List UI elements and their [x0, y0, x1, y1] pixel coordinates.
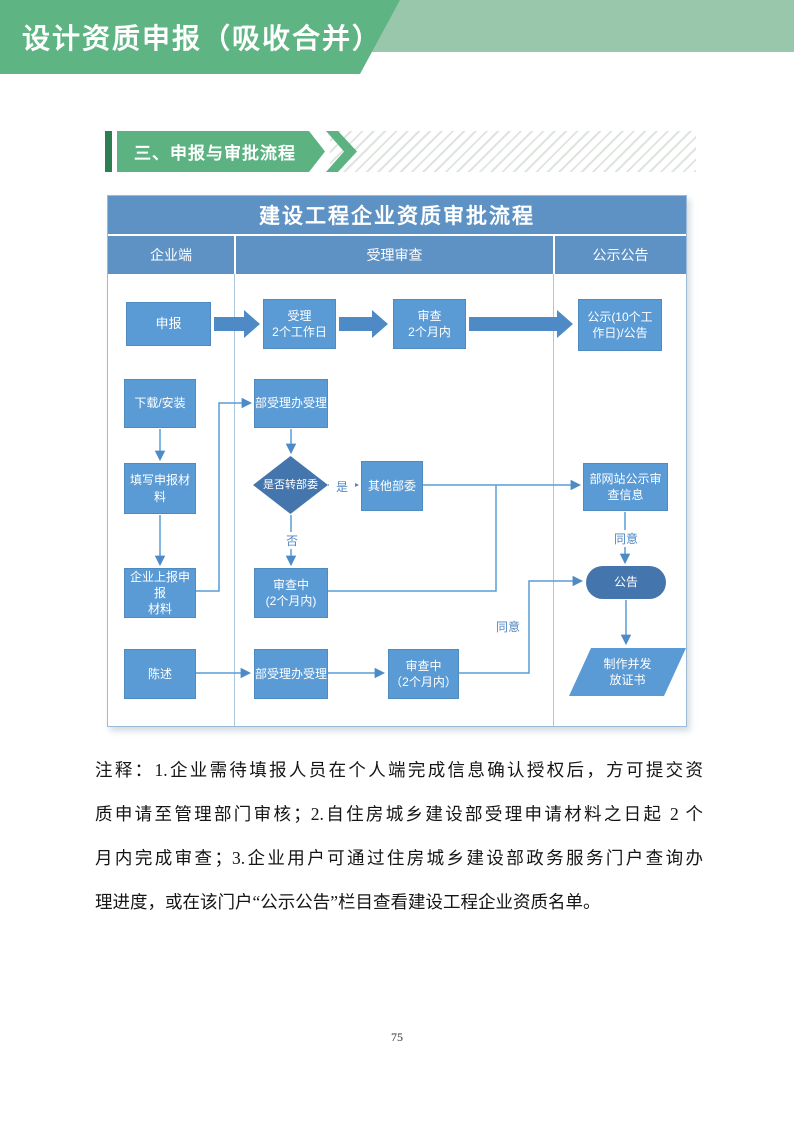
node-review: 审查 2个月内 — [393, 299, 466, 349]
flowchart-title: 建设工程企业资质审批流程 — [108, 196, 686, 234]
node-accept-office-bottom: 部受理办受理 — [254, 649, 328, 699]
page-header-banner: 设计资质申报（吸收合并） — [0, 0, 400, 74]
section-accent-bar — [105, 131, 112, 172]
column-header-enterprise: 企业端 — [150, 247, 192, 263]
edge-label-no: 否 — [279, 532, 305, 549]
section-stripes-decoration — [330, 131, 696, 172]
node-site-publicity: 部网站公示审 查信息 — [583, 463, 668, 511]
section-title-banner: 三、申报与审批流程 — [117, 131, 325, 172]
node-announcement: 公告 — [586, 566, 666, 599]
node-review-in-progress-bottom: 审查中 （2个月内） — [388, 649, 459, 699]
node-other-ministries: 其他部委 — [361, 461, 423, 511]
block-arrow-apply-accept — [214, 310, 260, 338]
page-title: 设计资质申报（吸收合并） — [22, 23, 383, 54]
node-apply: 申报 — [126, 302, 211, 346]
footnote-line-2: 质申请至管理部门审核；2.自住房城乡建设部受理申请材料之日起 2 个 — [95, 804, 703, 824]
footnote-line-3: 月内完成审查；3.企业用户可通过住房城乡建设部政务服务门户查询办 — [95, 848, 703, 868]
node-publicity: 公示(10个工 作日)/公告 — [578, 299, 662, 351]
node-fill-materials: 填写申报材料 — [124, 463, 196, 514]
edge-label-agree-publicity: 同意 — [606, 530, 646, 547]
block-arrows — [214, 310, 573, 338]
node-make-certificate: 制作并发 放证书 — [569, 648, 686, 696]
connector-lines — [154, 397, 632, 679]
edge-label-yes: 是 — [329, 478, 355, 495]
section-title: 三、申报与审批流程 — [134, 144, 296, 163]
node-review-in-progress-mid: 审查中 (2个月内) — [254, 568, 328, 618]
edge-label-agree-review: 同意 — [488, 618, 528, 635]
chevron-right-icon — [326, 131, 357, 172]
node-statement: 陈述 — [124, 649, 196, 699]
node-accept-office-top: 部受理办受理 — [254, 379, 328, 428]
node-enterprise-submit: 企业上报申报 材料 — [124, 568, 196, 618]
flowchart-body: 申报 受理 2个工作日 审查 2个月内 公示(10个工 作日)/公告 下载/安装… — [108, 274, 686, 726]
flowchart-column-headers: 企业端 受理审查 公示公告 — [108, 234, 686, 274]
column-header-publicity: 公示公告 — [553, 236, 686, 274]
column-divider-2 — [553, 274, 554, 726]
node-accept: 受理 2个工作日 — [263, 299, 336, 349]
column-divider-1 — [234, 274, 235, 726]
block-arrow-accept-review — [339, 310, 388, 338]
column-header-review: 受理审查 — [234, 236, 553, 274]
block-arrow-review-publicity — [469, 310, 573, 338]
footnote-line-1: 注释：1.企业需待填报人员在个人端完成信息确认授权后，方可提交资 — [95, 760, 703, 780]
footnote: 注释：1.企业需待填报人员在个人端完成信息确认授权后，方可提交资 质申请至管理部… — [95, 748, 703, 924]
page-number: 75 — [391, 1030, 403, 1044]
flowchart: 建设工程企业资质审批流程 企业端 受理审查 公示公告 — [107, 195, 687, 727]
footnote-line-4: 理进度，或在该门户“公示公告”栏目查看建设工程企业资质名单。 — [95, 892, 601, 912]
node-download-install: 下载/安装 — [124, 379, 196, 428]
